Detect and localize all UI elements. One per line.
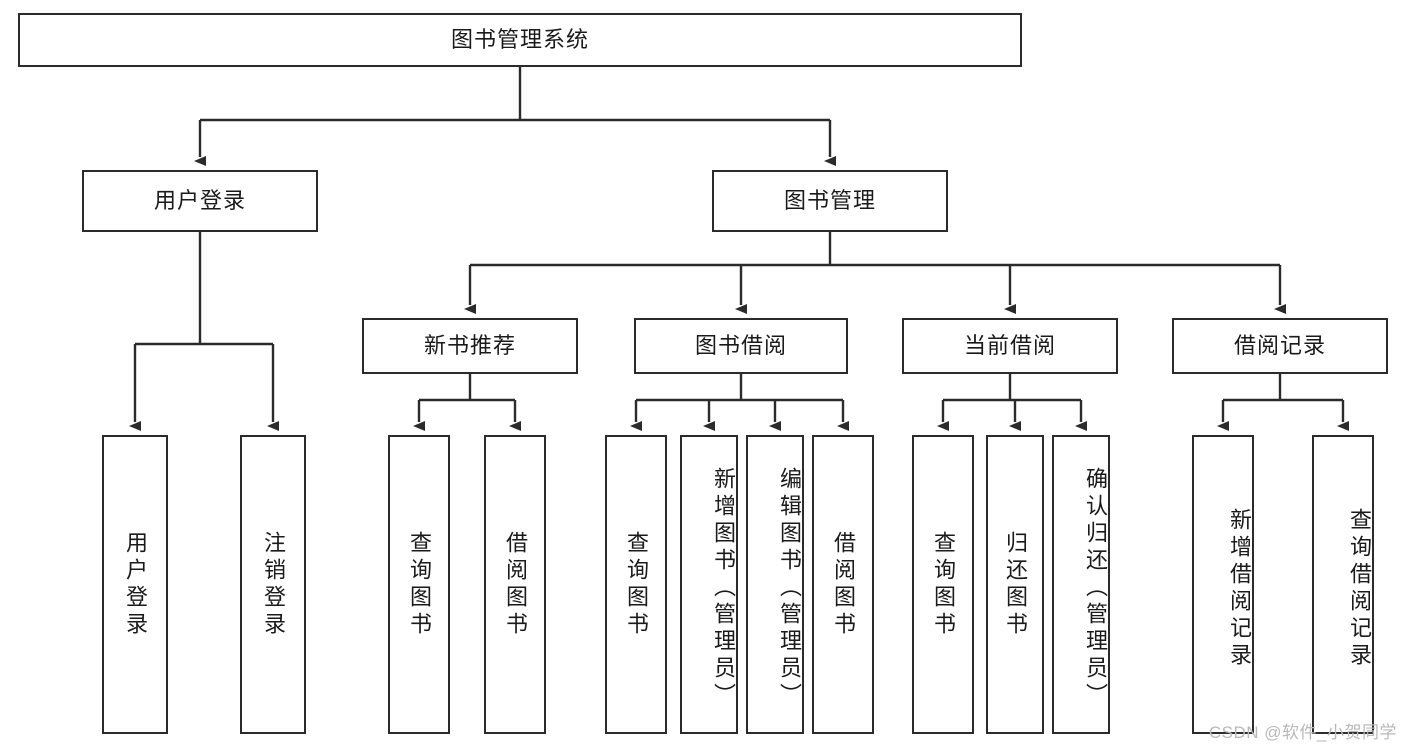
node-leaf-cb-query[interactable]: 查询图书 bbox=[912, 435, 974, 734]
node-leaf-rec-borrow[interactable]: 借阅图书 bbox=[484, 435, 546, 734]
node-root[interactable]: 图书管理系统 bbox=[18, 13, 1022, 67]
node-leaf-br-query[interactable]: 查询借阅记录 bbox=[1312, 435, 1374, 734]
node-leaf-cb-return[interactable]: 归还图书 bbox=[986, 435, 1044, 734]
node-label: 确认归还（管理员） bbox=[1083, 467, 1108, 710]
node-leaf-br-add[interactable]: 新增借阅记录 bbox=[1192, 435, 1254, 734]
node-label: 用户登录 bbox=[122, 530, 148, 639]
node-label: 借阅图书 bbox=[830, 530, 856, 639]
node-leaf-cb-confirm[interactable]: 确认归还（管理员） bbox=[1052, 435, 1110, 734]
node-leaf-bb-edit[interactable]: 编辑图书（管理员） bbox=[746, 435, 804, 734]
node-borrow-record[interactable]: 借阅记录 bbox=[1172, 318, 1388, 374]
watermark: CSDN @软件_小贺同学 bbox=[1208, 723, 1397, 742]
node-label: 当前借阅 bbox=[963, 333, 1056, 359]
node-leaf-user-login[interactable]: 用户登录 bbox=[102, 435, 168, 734]
node-leaf-rec-query[interactable]: 查询图书 bbox=[388, 435, 450, 734]
node-label: 图书管理系统 bbox=[450, 27, 589, 53]
node-label: 图书管理 bbox=[783, 188, 876, 214]
node-leaf-bb-add[interactable]: 新增图书（管理员） bbox=[680, 435, 738, 734]
node-label: 借阅图书 bbox=[502, 530, 528, 639]
node-label: 查询借阅记录 bbox=[1347, 507, 1372, 670]
node-label: 借阅记录 bbox=[1233, 333, 1326, 359]
node-label: 图书借阅 bbox=[694, 333, 787, 359]
node-label: 查询图书 bbox=[406, 530, 432, 639]
node-label: 归还图书 bbox=[1002, 530, 1028, 639]
node-label: 用户登录 bbox=[153, 188, 246, 214]
node-book-borrow[interactable]: 图书借阅 bbox=[634, 318, 848, 374]
node-leaf-user-logout[interactable]: 注销登录 bbox=[240, 435, 306, 734]
node-label: 编辑图书（管理员） bbox=[777, 467, 802, 710]
node-label: 查询图书 bbox=[623, 530, 649, 639]
node-label: 新增图书（管理员） bbox=[711, 467, 736, 710]
node-label: 查询图书 bbox=[930, 530, 956, 639]
node-leaf-bb-borrow[interactable]: 借阅图书 bbox=[812, 435, 874, 734]
node-book-mgmt[interactable]: 图书管理 bbox=[712, 170, 948, 232]
node-user-login[interactable]: 用户登录 bbox=[82, 170, 318, 232]
node-label: 新增借阅记录 bbox=[1227, 507, 1252, 670]
node-new-book-rec[interactable]: 新书推荐 bbox=[362, 318, 578, 374]
node-label: 注销登录 bbox=[260, 530, 286, 639]
node-current-borrow[interactable]: 当前借阅 bbox=[902, 318, 1118, 374]
node-label: 新书推荐 bbox=[423, 333, 516, 359]
node-leaf-bb-query[interactable]: 查询图书 bbox=[605, 435, 667, 734]
